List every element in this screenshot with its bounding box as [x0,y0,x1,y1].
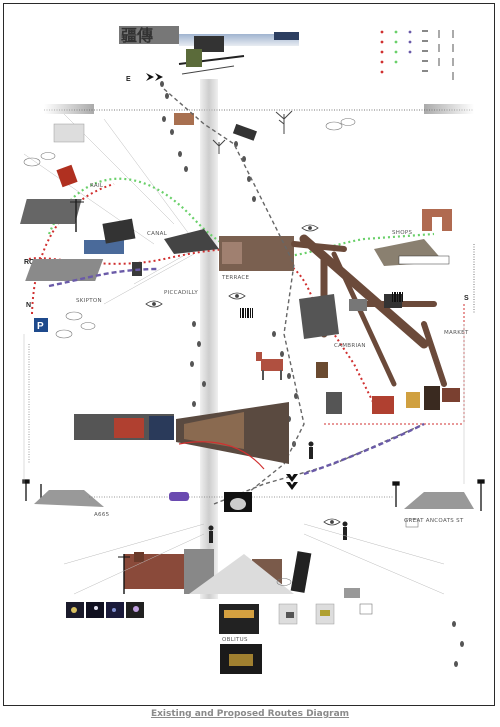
sketch-items [23,118,419,615]
label-market: MARKET [444,330,469,336]
perspective-lines-bottom [23,324,465,595]
label-great-ancoats: GREAT ANCOATS ST [404,518,464,524]
label-shops: SHOPS [392,230,412,236]
label-e: E [126,76,131,83]
bottom-street-collage [118,549,312,594]
road-left [34,490,104,507]
arrow-chevron-icon [146,73,163,81]
barcode-icon [240,292,403,318]
streetlamp-icon [22,479,485,511]
arch-collage [374,209,452,266]
label-p: P [37,321,44,332]
canal-collage [25,229,294,281]
routes-diagram: 疆傳 E RAIL C [20,26,485,674]
label-s: S [464,295,469,302]
label-skipton: SKIPTON [76,298,102,304]
purple-route [303,422,425,476]
middle-street-collage [74,402,289,470]
label-rail: RAIL [90,183,104,189]
label-oblitus: OBLITUS [222,637,248,643]
eye-icon [145,224,341,526]
label-canal: CANAL [147,231,168,237]
top-collage: 疆傳 [119,26,299,75]
diagram-frame: 疆傳 E RAIL C [3,3,495,706]
label-a665: A665 [94,512,110,518]
night-photos [66,602,144,618]
oblitus-collage [219,588,360,674]
car-icon [169,492,189,501]
label-n: N [26,302,31,309]
tree-icon [212,110,293,154]
horse-icon [256,352,283,380]
svg-text:疆傳: 疆傳 [121,26,153,45]
people-collage [316,362,460,414]
parking-sign [34,318,48,332]
person-icon [208,441,348,543]
arrow-chevron-icon [286,474,298,490]
central-axis-beam [200,79,218,599]
tunnel-icon [224,492,252,512]
label-terrace: TERRACE [221,275,250,281]
legend-markers [380,30,454,80]
label-cambrian: CAMBRIAN [334,343,366,349]
road-right [404,492,474,509]
diagram-caption[interactable]: Existing and Proposed Routes Diagram [150,709,350,719]
cambrian-structure [291,234,447,387]
rail-collage [20,164,136,254]
label-piccadilly: PICCADILLY [164,290,198,296]
